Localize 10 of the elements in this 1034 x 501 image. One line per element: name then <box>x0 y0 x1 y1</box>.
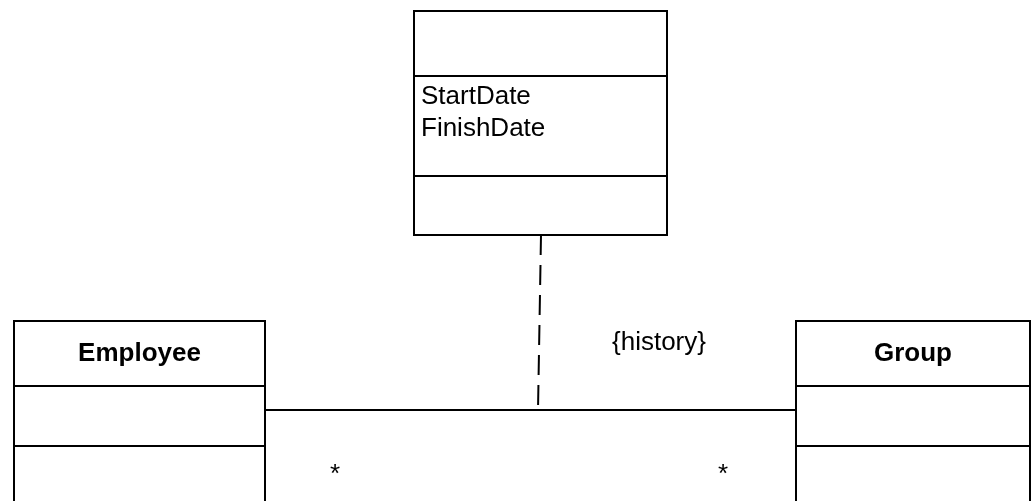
class-name: Group <box>873 336 953 368</box>
class-box <box>795 320 1031 501</box>
attribute-text: FinishDate <box>421 111 546 143</box>
constraint-label: {history} <box>612 326 706 357</box>
class-box <box>13 320 266 501</box>
class-name: Employee <box>77 336 202 368</box>
association-class-box <box>413 10 668 236</box>
attribute-text: StartDate <box>421 79 531 111</box>
multiplicity-label: * <box>718 458 729 489</box>
multiplicity-label: * <box>330 458 341 489</box>
